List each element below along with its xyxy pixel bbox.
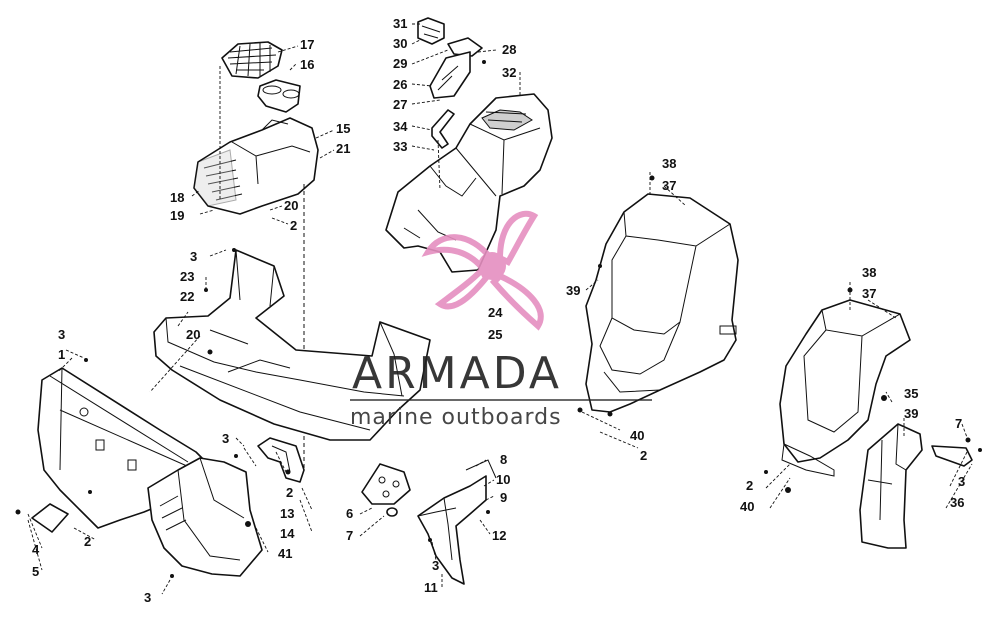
callout-34: 34	[393, 119, 408, 134]
plate-26	[429, 51, 471, 99]
armada-watermark: ARMADA marine outboards	[350, 210, 652, 430]
callout-18: 18	[170, 190, 184, 205]
callout-26: 26	[393, 77, 407, 92]
callout-3e: 3	[144, 590, 151, 605]
callout-16: 16	[300, 57, 314, 72]
callout-labels: 17 16 15 21 18 19 20 2 31 30 29 28 26 32…	[32, 16, 965, 605]
callout-2: 2	[290, 218, 297, 233]
callout-39b: 39	[904, 406, 918, 421]
callout-33: 33	[393, 139, 407, 154]
callout-24: 24	[488, 305, 503, 320]
callout-3f: 3	[432, 558, 439, 573]
callout-27: 27	[393, 97, 407, 112]
fender-11	[417, 475, 487, 585]
callout-38: 38	[662, 156, 676, 171]
callout-4: 4	[32, 542, 40, 557]
pad-4	[31, 503, 69, 533]
callout-14: 14	[280, 526, 295, 541]
side-panel-assembly	[27, 335, 313, 595]
callout-3: 3	[190, 249, 197, 264]
callout-23: 23	[180, 269, 194, 284]
callout-2b: 2	[640, 448, 647, 463]
callout-2e: 2	[84, 534, 91, 549]
fasteners	[15, 60, 982, 578]
grille-17	[221, 41, 283, 79]
callout-40b: 40	[740, 499, 754, 514]
cupholder-16	[257, 79, 301, 113]
shroud-assembly	[385, 17, 553, 273]
fender-assembly	[359, 459, 497, 588]
propeller-icon	[421, 210, 544, 331]
callout-8: 8	[500, 452, 507, 467]
bracket-13	[257, 437, 305, 483]
callout-3b: 3	[958, 474, 965, 489]
callout-29: 29	[393, 56, 407, 71]
callout-3d: 3	[222, 431, 229, 446]
callout-2d: 2	[286, 485, 293, 500]
callout-5: 5	[32, 564, 39, 579]
callout-9: 9	[500, 490, 507, 505]
callout-11: 11	[424, 580, 438, 595]
callout-12: 12	[492, 528, 506, 543]
callout-15: 15	[336, 121, 350, 136]
callout-20b: 20	[186, 327, 200, 342]
panel-36	[859, 423, 923, 549]
cover-37-right	[779, 299, 911, 463]
callout-22: 22	[180, 289, 194, 304]
callout-28: 28	[502, 42, 516, 57]
callout-17: 17	[300, 37, 314, 52]
callout-3c: 3	[58, 327, 65, 342]
callout-39: 39	[566, 283, 580, 298]
callout-19: 19	[170, 208, 184, 223]
callout-31: 31	[393, 16, 407, 31]
callout-21: 21	[336, 141, 350, 156]
callout-37: 37	[662, 178, 676, 193]
switches-30-31	[417, 17, 445, 45]
callout-40: 40	[630, 428, 644, 443]
tank-cover-assembly	[581, 172, 739, 449]
bracket-36	[931, 445, 973, 467]
callout-36: 36	[950, 495, 964, 510]
console-assembly	[191, 41, 335, 470]
brand-name: ARMADA	[352, 348, 562, 399]
callout-35: 35	[904, 386, 918, 401]
callout-1: 1	[58, 347, 65, 362]
callout-7: 7	[955, 416, 962, 431]
callout-25: 25	[488, 327, 502, 342]
brand-tagline: marine outboards	[350, 405, 562, 430]
callout-13: 13	[280, 506, 294, 521]
floor-assembly	[153, 249, 431, 441]
callout-30: 30	[393, 36, 407, 51]
callout-38b: 38	[862, 265, 876, 280]
bezel-29	[447, 37, 483, 57]
callout-20: 20	[284, 198, 298, 213]
callout-32: 32	[502, 65, 516, 80]
right-cover-assembly	[765, 282, 973, 549]
callout-10: 10	[496, 472, 510, 487]
cover-37	[585, 193, 739, 413]
bracket-6	[361, 463, 411, 505]
bracket-34	[431, 109, 455, 149]
callout-41: 41	[278, 546, 292, 561]
callout-6: 6	[346, 506, 353, 521]
callout-37b: 37	[862, 286, 876, 301]
callout-7b: 7	[346, 528, 353, 543]
callout-2c: 2	[746, 478, 753, 493]
